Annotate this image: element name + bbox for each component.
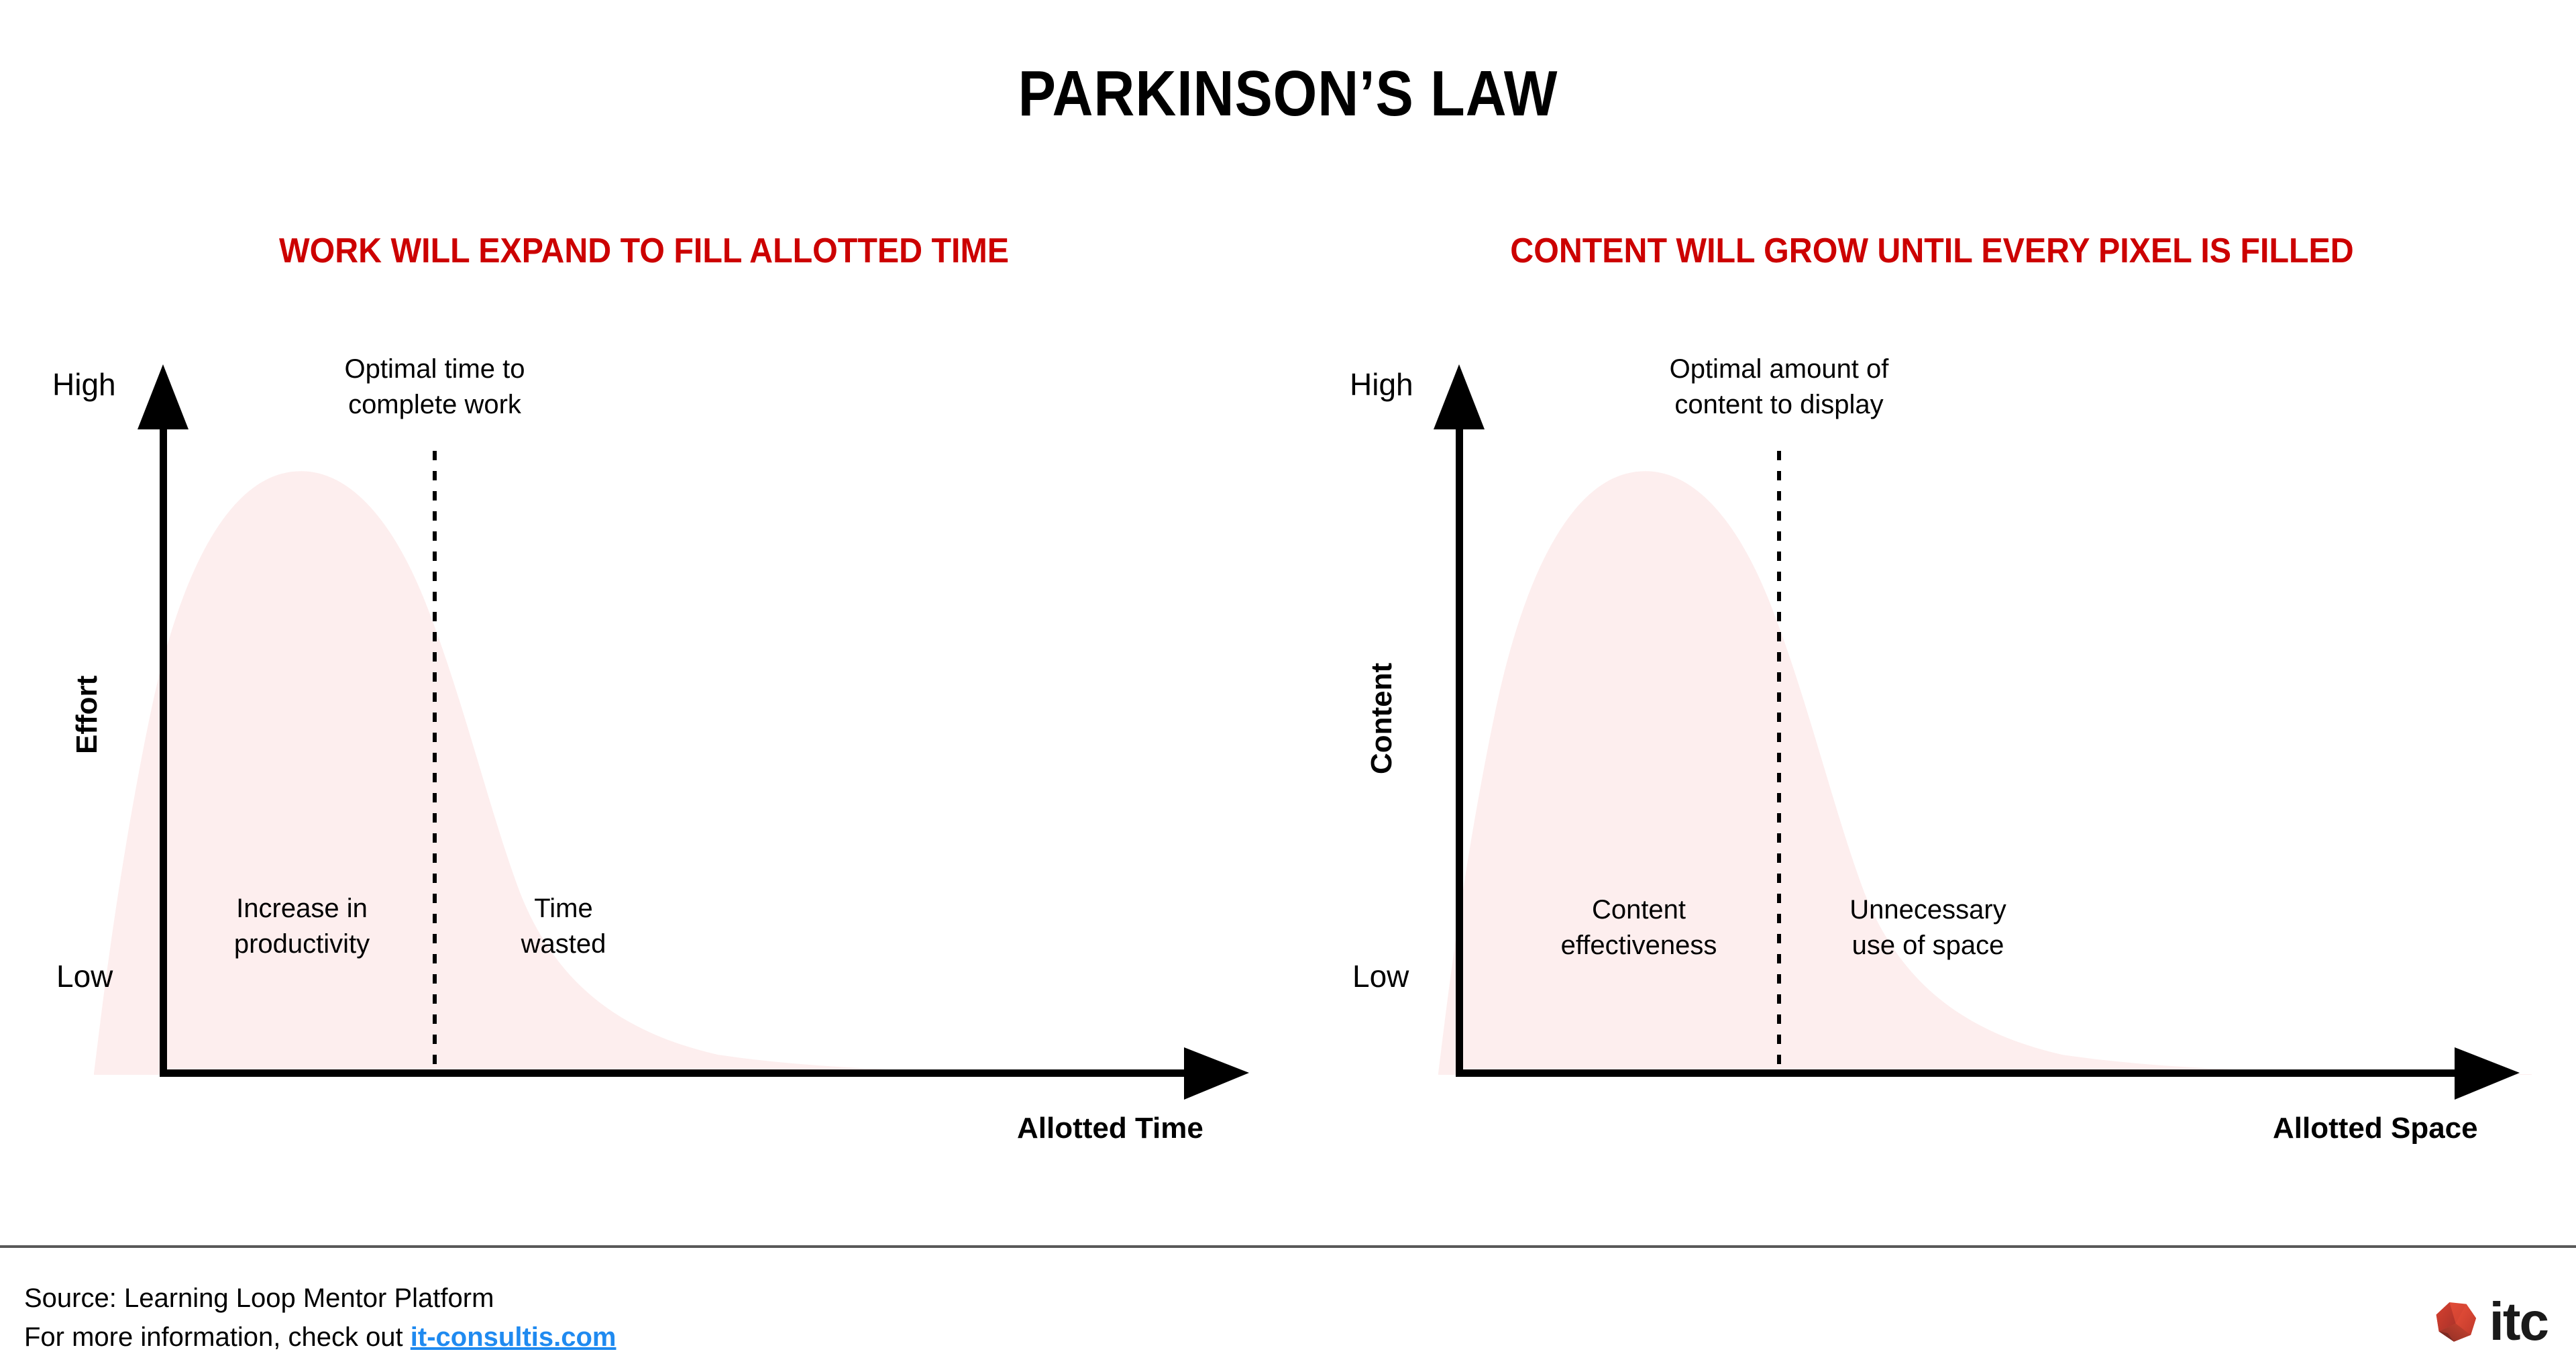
x-axis-line-left	[160, 1069, 1210, 1077]
zone-label-right-effectiveness: Content effectiveness	[1560, 895, 1717, 960]
chart-panel-right: CONTENT WILL GROW UNTIL EVERY PIXEL IS F…	[1288, 0, 2576, 1208]
x-axis-title-left: Allotted Time	[1017, 1112, 1203, 1145]
itc-logo-wordmark: itc	[2489, 1292, 2549, 1351]
x-axis-title-right: Allotted Space	[2273, 1112, 2478, 1145]
y-axis-line-left	[160, 403, 167, 1075]
y-axis-low-label-right: Low	[1352, 959, 1409, 994]
y-axis-line-right	[1456, 403, 1463, 1075]
zone-label-left-wasted: Time wasted	[521, 894, 606, 959]
itc-logo[interactable]: itc	[2434, 1292, 2549, 1351]
curve-area-right	[1438, 471, 2532, 1075]
y-axis-title-right: Content	[1365, 662, 1398, 774]
footer-text-block: Source: Learning Loop Mentor Platform Fo…	[24, 1279, 616, 1357]
zone-label-right-unnecessary: Unnecessary use of space	[1849, 895, 2006, 960]
y-axis-low-label-left: Low	[56, 959, 113, 994]
footer-website-link[interactable]: it-consultis.com	[410, 1322, 616, 1352]
y-axis-arrowhead-right	[1434, 364, 1485, 429]
chart-right-svg	[1434, 364, 2532, 1100]
page-title: PARKINSON’S LAW	[1018, 58, 1558, 129]
chart-left-svg	[94, 364, 1249, 1100]
optimal-note-left: Optimal time to complete work	[344, 354, 525, 419]
x-axis-arrowhead-right	[2455, 1047, 2520, 1100]
itc-logo-gem-icon	[2436, 1302, 2476, 1342]
y-axis-arrowhead-left	[138, 364, 189, 429]
chart-panel-left: WORK WILL EXPAND TO FILL ALLOTTED TIME H…	[0, 0, 1288, 1208]
y-axis-high-label-left: High	[52, 367, 116, 402]
footer-info-line: For more information, check out it-consu…	[24, 1318, 616, 1357]
x-axis-arrowhead-left	[1184, 1047, 1249, 1100]
zone-label-left-productivity: Increase in productivity	[233, 894, 370, 959]
chart-right: High Low Content Allotted Space Optimal …	[1288, 0, 2576, 1208]
footer-divider	[0, 1245, 2576, 1248]
optimal-note-right: Optimal amount of content to display	[1669, 354, 1889, 419]
footer-source-line: Source: Learning Loop Mentor Platform	[24, 1283, 494, 1313]
panel-subtitle-right: CONTENT WILL GROW UNTIL EVERY PIXEL IS F…	[1510, 231, 2354, 270]
x-axis-line-right	[1456, 1069, 2473, 1077]
panel-subtitle-left: WORK WILL EXPAND TO FILL ALLOTTED TIME	[278, 231, 1010, 270]
curve-area-left	[94, 471, 1187, 1075]
footer-info-prefix: For more information, check out	[24, 1322, 411, 1352]
chart-left: High Low Effort Allotted Time Optimal ti…	[0, 0, 1288, 1208]
y-axis-high-label-right: High	[1350, 367, 1413, 402]
y-axis-title-left: Effort	[70, 675, 103, 754]
